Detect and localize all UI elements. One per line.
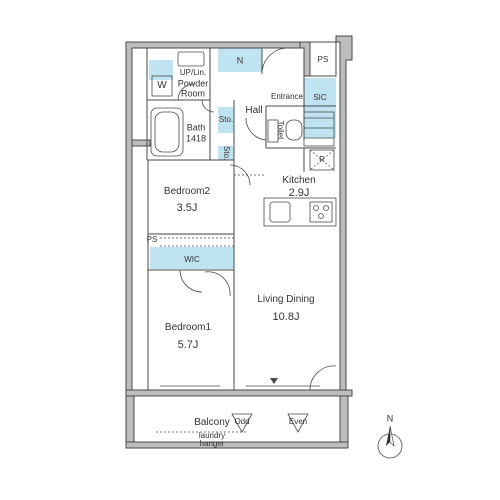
stove: [309, 201, 333, 223]
living-dining-size-label: 10.8J: [272, 311, 300, 324]
bedroom2-size-label: 3.5J: [176, 202, 198, 215]
bedroom2-label: Bedroom2: [163, 185, 211, 197]
sic-storage: [304, 78, 336, 138]
fridge: [309, 149, 335, 171]
r-label: R: [319, 154, 325, 164]
balcony-fixtures: [156, 413, 309, 433]
washbasin: [177, 51, 205, 67]
n-label: N: [236, 55, 244, 66]
sink: [269, 201, 291, 223]
hall-label: Hall: [245, 104, 263, 116]
toilet-label: Toilet: [276, 120, 286, 140]
entrance-label: Entrance: [270, 91, 304, 101]
kitchen-counter: [263, 197, 337, 227]
even-label: Even: [288, 416, 308, 426]
toilet-fixture: [285, 119, 303, 141]
bath-label: Bath: [186, 122, 206, 133]
wic-label: WIC: [184, 254, 200, 264]
up-lin-storage: [149, 60, 173, 80]
compass-north-label: N: [386, 413, 394, 424]
bedroom1-size-label: 5.7J: [177, 339, 199, 352]
powder-room-label-1: Powder: [177, 78, 209, 89]
fixtures: [150, 51, 337, 227]
ps-label-1: PS: [317, 54, 329, 64]
kitchen-size-label: 2.9J: [288, 187, 310, 200]
sto-storage-1: [218, 107, 234, 133]
w-label: W: [157, 79, 167, 91]
balcony-label: Balcony: [194, 416, 230, 428]
sto-storage-2: [218, 146, 234, 160]
kitchen-label: Kitchen: [282, 174, 316, 186]
sto-label-1: Sto.: [218, 114, 234, 124]
living-dining-label: Living Dining: [257, 293, 315, 305]
entry-marker: [270, 378, 278, 384]
shoe-cabinet: [303, 111, 335, 147]
wic-storage: [150, 247, 234, 269]
sto-label-2: Sto.: [222, 145, 232, 161]
powder-room-label-2: Room: [180, 88, 206, 99]
partitions: [146, 48, 336, 390]
odd-unit: [231, 413, 253, 433]
sic-label: SIC: [313, 92, 327, 102]
doors: [177, 47, 337, 391]
ps-label-2: PS: [146, 234, 158, 244]
n-storage: [218, 48, 262, 72]
windows: [160, 237, 320, 387]
outer-walls: [125, 35, 353, 449]
bath-size-label: 1418: [185, 133, 207, 144]
odd-label: Odd: [234, 416, 250, 426]
bedroom1-label: Bedroom1: [164, 321, 212, 333]
up-lin-label: UP/Lin.: [179, 67, 207, 77]
laundry-hanger-label-2: hanger: [199, 438, 225, 448]
even-unit: [287, 413, 309, 433]
bathtub: [150, 107, 184, 157]
laundry-hanger-label-1: laundry: [198, 430, 226, 440]
washing-machine: [151, 75, 173, 97]
compass-icon: [377, 425, 403, 459]
